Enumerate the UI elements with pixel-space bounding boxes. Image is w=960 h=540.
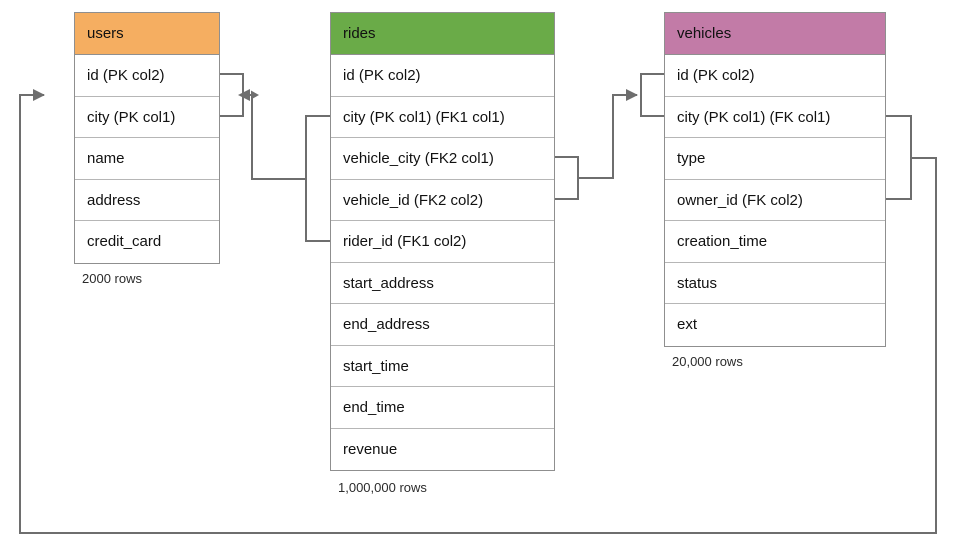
table-rides-row-count: 1,000,000 rows (338, 480, 427, 495)
table-rides-column-vehicle-city[interactable]: vehicle_city (FK2 col1) (331, 138, 554, 180)
table-rides-column-end-address[interactable]: end_address (331, 304, 554, 346)
table-vehicles-column-owner-id[interactable]: owner_id (FK col2) (665, 179, 885, 221)
table-vehicles-column-status[interactable]: status (665, 262, 885, 304)
arrowhead-into-users-from-vehicles (33, 89, 45, 101)
table-rides-column-id[interactable]: id (PK col2) (331, 55, 554, 97)
table-users-column-address[interactable]: address (75, 179, 219, 221)
table-rides[interactable]: rides id (PK col2) city (PK col1) (FK1 c… (330, 12, 555, 471)
table-rides-column-city[interactable]: city (PK col1) (FK1 col1) (331, 96, 554, 138)
table-users-column-city[interactable]: city (PK col1) (75, 96, 219, 138)
table-vehicles-row-count: 20,000 rows (672, 354, 743, 369)
table-vehicles-title: vehicles (665, 13, 885, 55)
table-rides-column-end-time[interactable]: end_time (331, 387, 554, 429)
table-rides-title: rides (331, 13, 554, 55)
table-users-row-count: 2000 rows (82, 271, 142, 286)
table-users-column-credit-card[interactable]: credit_card (75, 221, 219, 263)
arrowhead-into-vehicles-from-rides (626, 89, 638, 101)
table-users[interactable]: users id (PK col2) city (PK col1) name a… (74, 12, 220, 264)
table-vehicles-column-id[interactable]: id (PK col2) (665, 55, 885, 97)
edge-rides-fk2-to-vehicles (554, 73, 665, 200)
table-vehicles-column-ext[interactable]: ext (665, 304, 885, 346)
table-vehicles-column-type[interactable]: type (665, 138, 885, 180)
table-users-column-id[interactable]: id (PK col2) (75, 55, 219, 97)
edge-rides-fk1-to-users (219, 73, 331, 242)
table-vehicles-column-city[interactable]: city (PK col1) (FK col1) (665, 96, 885, 138)
table-rides-column-start-address[interactable]: start_address (331, 262, 554, 304)
table-vehicles[interactable]: vehicles id (PK col2) city (PK col1) (FK… (664, 12, 886, 347)
table-users-title: users (75, 13, 219, 55)
table-rides-column-revenue[interactable]: revenue (331, 428, 554, 470)
arrowhead-into-users-from-rides (238, 89, 250, 101)
table-users-column-name[interactable]: name (75, 138, 219, 180)
table-vehicles-column-creation-time[interactable]: creation_time (665, 221, 885, 263)
table-rides-column-rider-id[interactable]: rider_id (FK1 col2) (331, 221, 554, 263)
table-rides-column-start-time[interactable]: start_time (331, 345, 554, 387)
table-rides-column-vehicle-id[interactable]: vehicle_id (FK2 col2) (331, 179, 554, 221)
